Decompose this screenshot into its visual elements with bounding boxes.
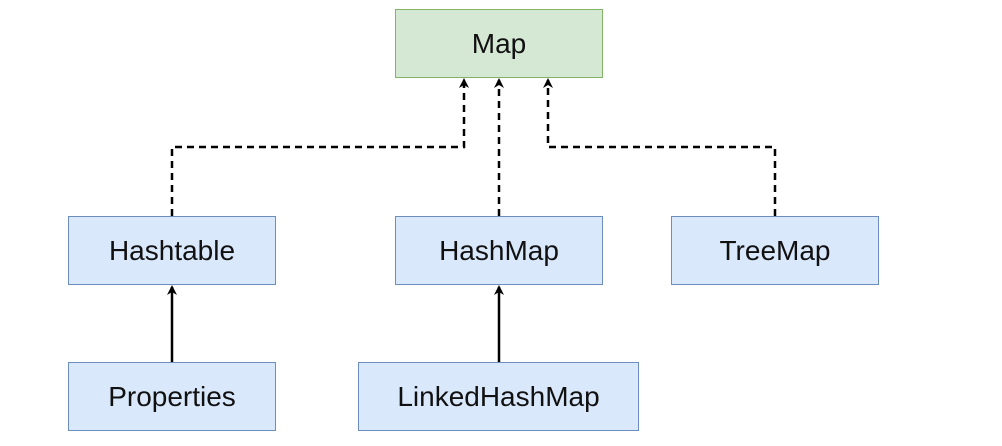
node-linkedhashmap-label: LinkedHashMap	[397, 380, 600, 412]
node-hashmap-label: HashMap	[439, 234, 559, 266]
edge-treemap-implements-map	[543, 78, 777, 216]
node-properties-label: Properties	[108, 380, 236, 412]
node-linkedhashmap: LinkedHashMap	[358, 362, 639, 431]
edge-hashtable-implements-map	[170, 78, 469, 216]
node-hashtable: Hashtable	[68, 216, 276, 285]
node-map-label: Map	[471, 27, 527, 59]
node-treemap-label: TreeMap	[719, 234, 831, 266]
node-hashmap: HashMap	[395, 216, 603, 285]
node-hashtable-label: Hashtable	[108, 234, 236, 266]
node-properties: Properties	[68, 362, 276, 431]
node-treemap: TreeMap	[671, 216, 879, 285]
node-map: Map	[395, 9, 603, 78]
